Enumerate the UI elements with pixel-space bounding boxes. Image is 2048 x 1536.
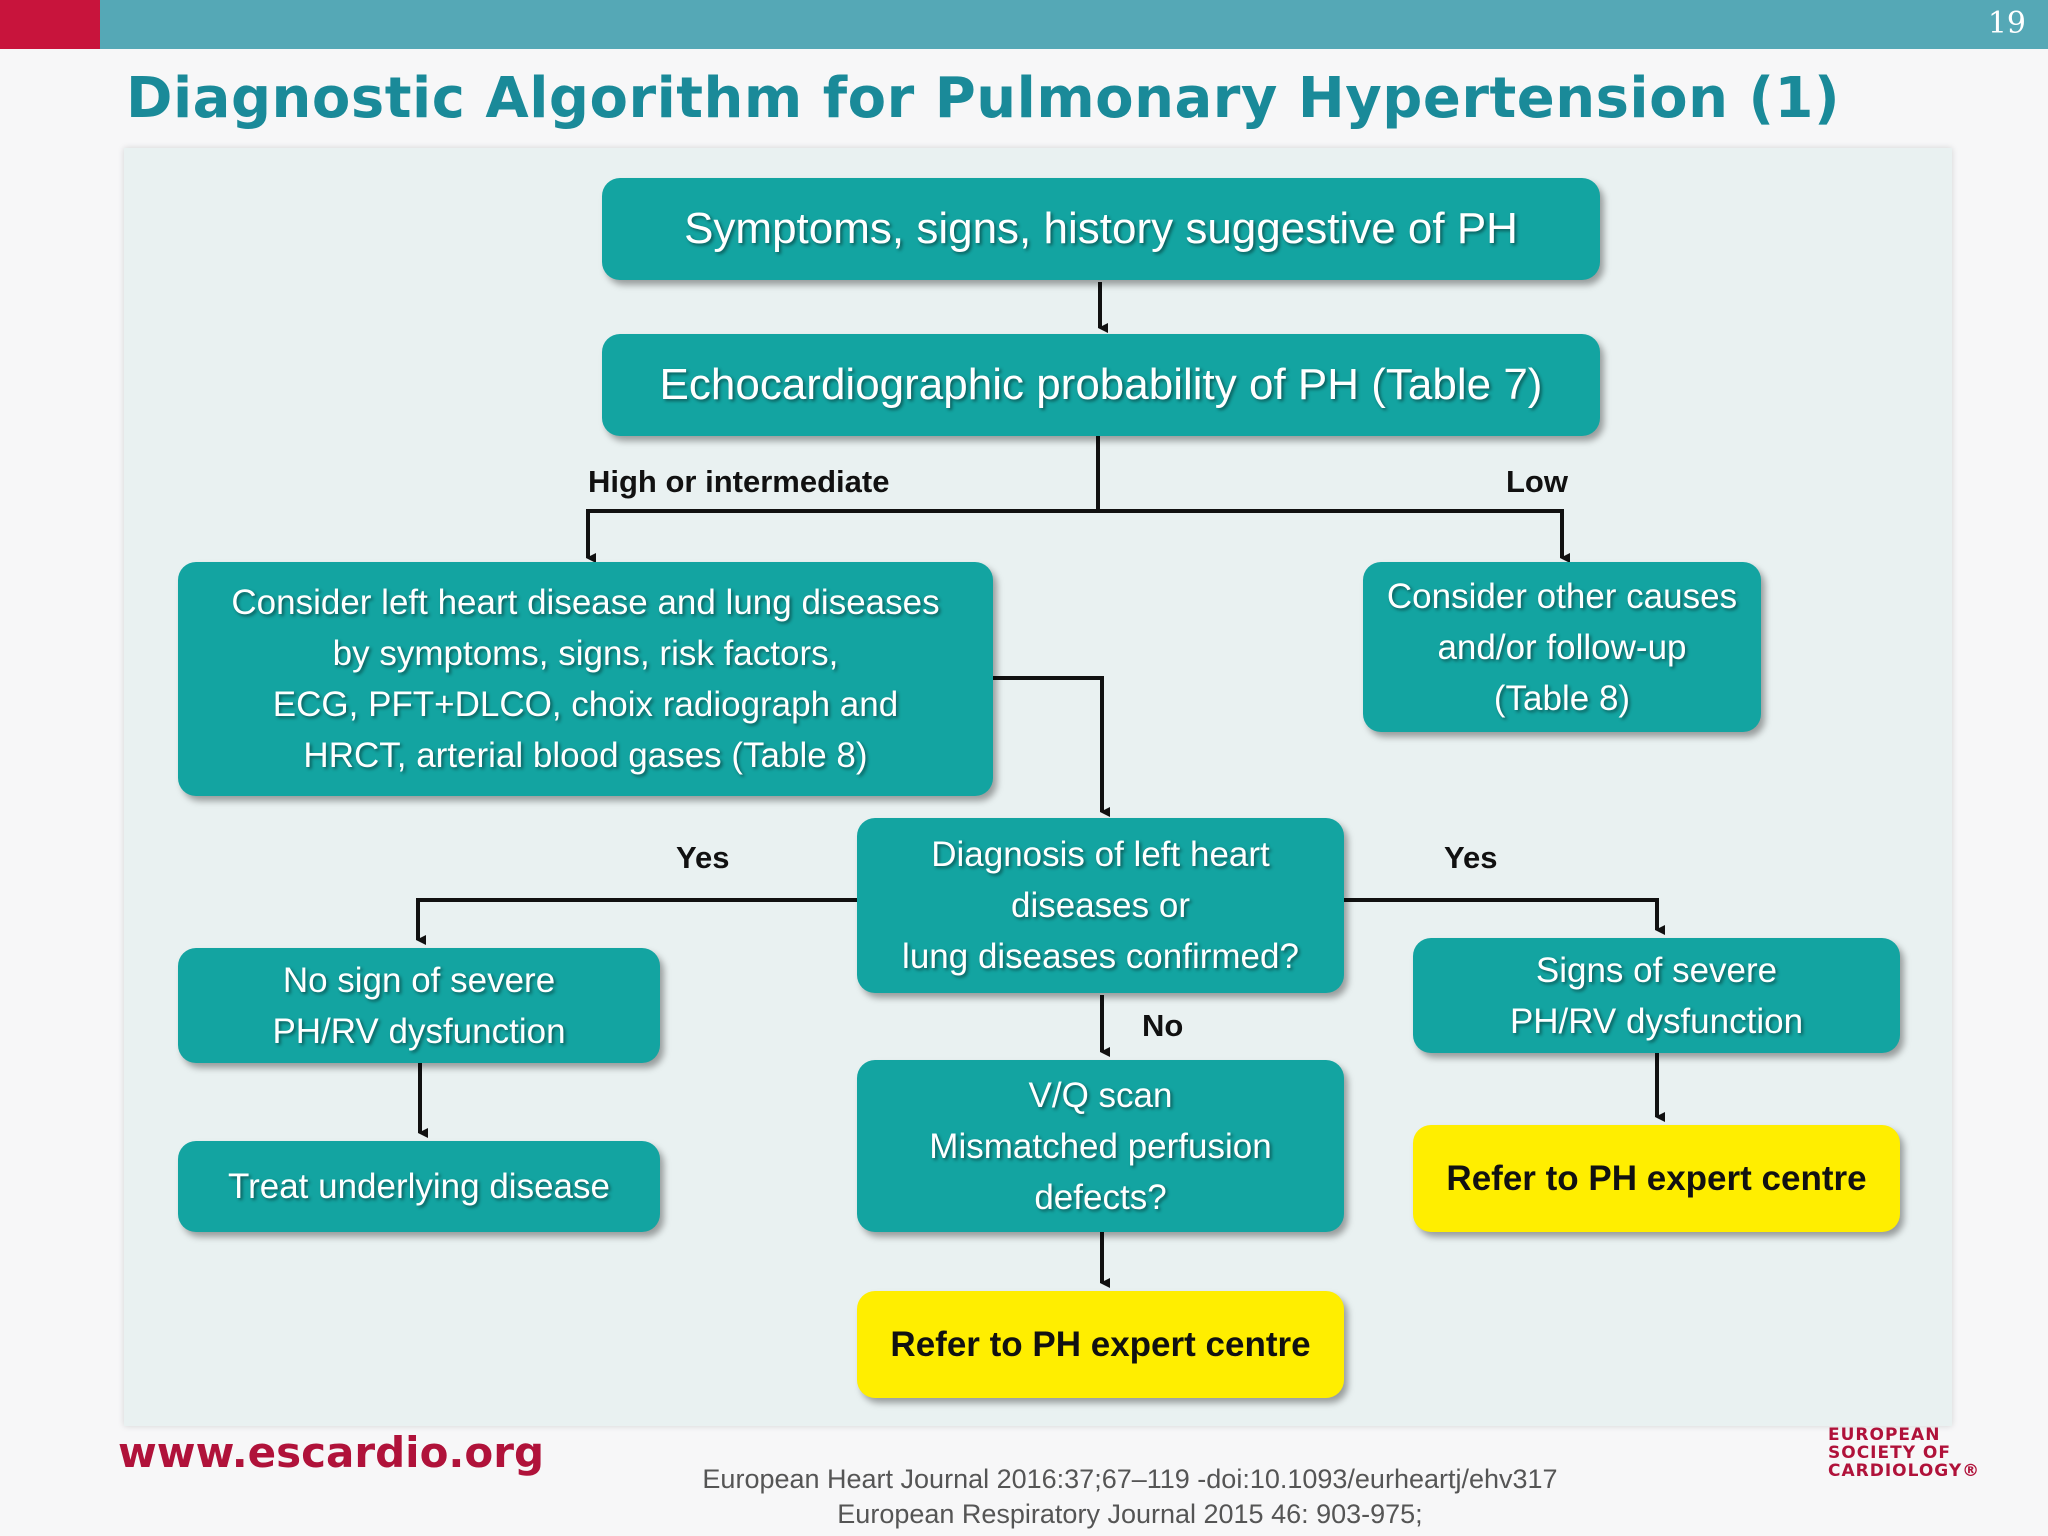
top-bar-accent xyxy=(0,0,100,49)
node-diagnosis-confirmed: Diagnosis of left heart diseases or lung… xyxy=(857,818,1344,993)
node-consider-left-heart: Consider left heart disease and lung dis… xyxy=(178,562,993,796)
footer-reference-1: European Heart Journal 2016:37;67–119 -d… xyxy=(702,1464,1558,1494)
node-no-sign-severe: No sign of severe PH/RV dysfunction xyxy=(178,948,660,1063)
footer-url[interactable]: www.escardio.org xyxy=(118,1428,545,1477)
node-echo-probability: Echocardiographic probability of PH (Tab… xyxy=(602,334,1600,436)
label-yes-right: Yes xyxy=(1444,840,1498,875)
arrow-diagnosis-to-signs xyxy=(1344,898,1665,935)
node-treat-underlying: Treat underlying disease xyxy=(178,1141,660,1232)
slide-number: 19 xyxy=(1987,6,2026,41)
label-high-intermediate: High or intermediate xyxy=(588,464,890,499)
arrow-consider-to-diagnosis xyxy=(993,676,1110,817)
node-consider-other-causes: Consider other causes and/or follow-up (… xyxy=(1363,562,1761,732)
esc-logo: EUROPEAN SOCIETY OF CARDIOLOGY® xyxy=(1828,1425,1981,1481)
node-refer-expert-centre: Refer to PH expert centre xyxy=(857,1291,1344,1398)
node-refer-expert-right: Refer to PH expert centre xyxy=(1413,1125,1900,1232)
label-yes-left: Yes xyxy=(676,840,730,875)
node-vq-scan: V/Q scan Mismatched perfusion defects? xyxy=(857,1060,1344,1232)
slide-title: Diagnostic Algorithm for Pulmonary Hyper… xyxy=(126,66,1841,131)
label-low: Low xyxy=(1506,464,1568,499)
footer-reference-2: European Respiratory Journal 2015 46: 90… xyxy=(837,1499,1423,1529)
top-bar: 19 xyxy=(0,0,2048,49)
node-symptoms: Symptoms, signs, history suggestive of P… xyxy=(602,178,1600,280)
label-no: No xyxy=(1142,1008,1184,1043)
arrow-diagnosis-to-no-sign xyxy=(416,898,857,945)
node-signs-severe: Signs of severe PH/RV dysfunction xyxy=(1413,938,1900,1053)
